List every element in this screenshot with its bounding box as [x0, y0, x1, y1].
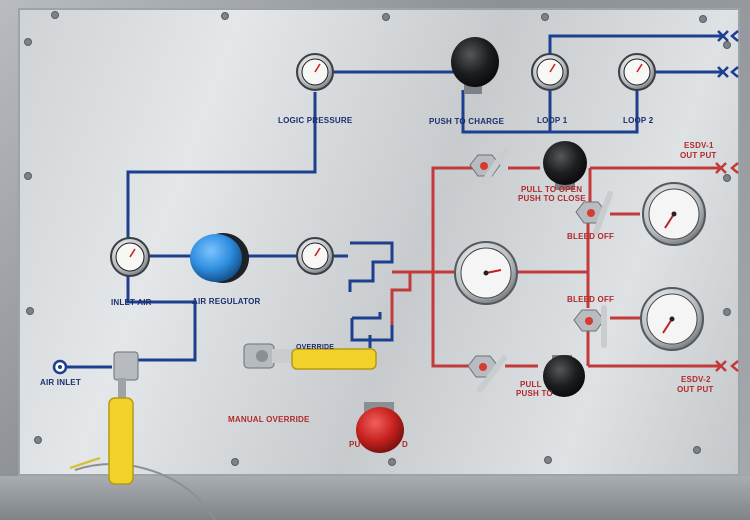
pressure-gauge-icon: [618, 53, 656, 91]
push-to-close-label: PUSH TO CLOSE: [518, 194, 586, 203]
hydraulic-lines: [390, 166, 722, 368]
loop-2-label: LOOP 2: [623, 116, 654, 125]
esdv-2-output-label: OUT PUT: [677, 385, 714, 394]
outlet-arrow-icon: [717, 30, 739, 78]
pressure-gauge-icon: [110, 237, 150, 277]
pressure-gauge-icon: [531, 53, 569, 91]
manual-override-button-label-right: D: [402, 440, 408, 449]
ground-wire: [69, 456, 101, 470]
push-to-lower-label: PUSH TO: [516, 389, 553, 398]
esdv-1-label: ESDV-1: [684, 141, 714, 150]
pressure-gauge-icon: [454, 241, 518, 305]
cable: [74, 463, 216, 520]
manual-override-label: MANUAL OVERRIDE: [228, 415, 310, 424]
manual-override-button-label-left: PU: [349, 440, 361, 449]
bleed-off-middle-label: BLEED OFF: [567, 295, 615, 304]
esdv-2-label: ESDV-2: [681, 375, 711, 384]
pressure-gauge-icon: [296, 237, 334, 275]
air-inlet-port: [52, 359, 68, 375]
air-inlet-label: AIR INLET: [40, 378, 81, 387]
inlet-air-label: INLET AIR: [111, 298, 152, 307]
esdv-1-output-label: OUT PUT: [680, 151, 717, 160]
override-valve-label: OVERRIDE: [296, 344, 335, 351]
pressure-gauge-icon: [296, 53, 334, 91]
pressure-gauge-icon: [642, 182, 706, 246]
loop-1-label: LOOP 1: [537, 116, 568, 125]
panel-screws: [24, 11, 731, 466]
logic-pressure-label: LOGIC PRESSURE: [278, 116, 353, 125]
pull-to-open-label: PULL TO OPEN: [521, 185, 583, 194]
air-regulator-label: AIR REGULATOR: [192, 297, 261, 306]
bleed-off-top-label: BLEED OFF: [567, 232, 615, 241]
push-to-charge-label: PUSH TO CHARGE: [429, 117, 505, 126]
outlet-arrow-icon: [715, 162, 739, 372]
pull-lower-label: PULL: [520, 380, 542, 389]
pressure-gauge-icon: [640, 287, 704, 351]
